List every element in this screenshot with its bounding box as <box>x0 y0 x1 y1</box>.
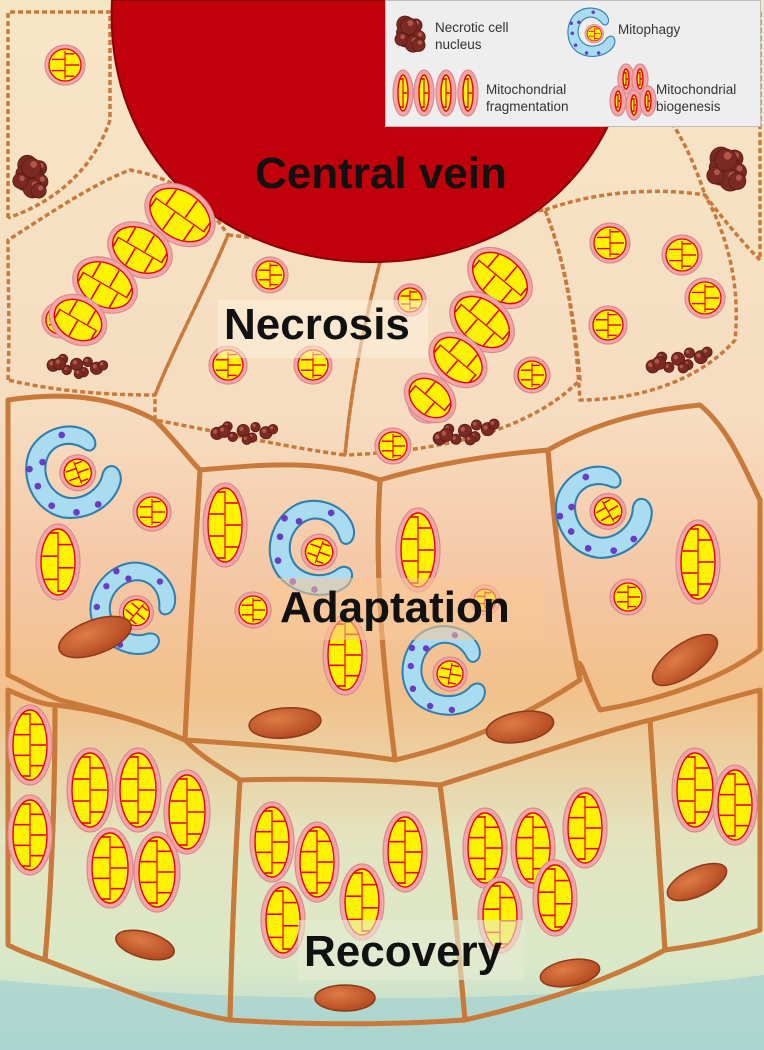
cell-nucleus <box>248 706 322 740</box>
necrotic-nucleus <box>432 418 500 446</box>
legend-biogenesis-icon <box>609 85 627 117</box>
mitochondrion <box>562 787 608 869</box>
legend-mitophagy-icon <box>567 7 616 57</box>
mitochondrion <box>294 821 340 903</box>
legend-box: Necrotic cell nucleus Mitophagy Mitochon… <box>385 0 761 127</box>
legend-necrotic-icon <box>394 15 426 53</box>
mitochondrion <box>462 807 508 889</box>
fragmented-mitochondrion <box>661 234 703 276</box>
mitophagy-vesicle <box>401 625 486 716</box>
mitochondrion <box>675 519 721 605</box>
necrotic-nuclei-layer <box>12 146 747 446</box>
cell-nucleus <box>115 929 175 961</box>
fragmented-mitochondrion <box>609 578 647 616</box>
cell-nucleus <box>485 710 555 744</box>
mitochondrion <box>66 747 114 833</box>
mitophagy-vesicle <box>554 465 653 559</box>
cell-nucleus <box>651 633 719 687</box>
engulfed-mitochondrion <box>300 533 338 571</box>
mitochondrion <box>133 831 181 913</box>
mitochondrion <box>86 827 134 909</box>
legend-label-necrotic: Necrotic cell nucleus <box>435 20 509 52</box>
necrotic-nucleus <box>12 154 49 199</box>
legend-icons <box>392 7 657 121</box>
engulfed-mitochondrion <box>584 24 604 44</box>
cell-membranes <box>5 10 763 1027</box>
mitochondrion <box>249 801 295 883</box>
necrotic-nucleus <box>46 353 109 379</box>
necrotic-nucleus <box>706 146 747 192</box>
fragmented-mitochondrion <box>374 427 412 465</box>
mitochondrion <box>7 704 53 786</box>
legend-label-fragmentation: Mitochondrial fragmentation <box>486 82 569 114</box>
engulfed-mitochondrion <box>589 492 627 530</box>
mitochondrion <box>395 507 441 593</box>
engulfed-mitochondrion <box>59 454 97 492</box>
mitochondrion <box>403 372 457 424</box>
necrotic-nucleus <box>210 421 279 445</box>
adaptation-label: Adaptation <box>280 583 510 632</box>
mitochondrion <box>260 881 306 959</box>
mitochondrion <box>144 182 216 248</box>
mitochondrion <box>163 769 211 855</box>
necrotic-nucleus <box>645 346 713 374</box>
central-vein-label: Central vein <box>255 149 507 198</box>
mitochondrion <box>382 811 428 893</box>
legend-fragmentation-icon <box>392 69 414 117</box>
necrosis-label-bg <box>218 300 428 358</box>
mitochondrion <box>48 293 108 347</box>
cell-nucleus <box>314 984 376 1012</box>
fragmented-mitochondrion <box>513 356 551 394</box>
sinusoid-band <box>0 975 764 1050</box>
cell-nucleus <box>539 958 601 988</box>
mitochondrion <box>428 331 488 389</box>
recovery-label-bg <box>298 920 524 980</box>
fragmented-mitochondrion <box>132 492 172 532</box>
legend-label-mitophagy: Mitophagy <box>618 22 681 37</box>
adaptation-label-bg <box>272 578 544 640</box>
mitochondrion <box>532 859 578 937</box>
fragmented-mitochondrion <box>234 591 272 629</box>
legend-fragmentation-icon <box>413 69 435 117</box>
legend-biogenesis-icon <box>631 63 649 95</box>
recovery-label: Recovery <box>304 927 503 976</box>
necrosis-label: Necrosis <box>224 300 410 349</box>
legend-label-biogenesis: Mitochondrial biogenesis <box>656 82 737 114</box>
legend-biogenesis-icon <box>639 85 657 117</box>
fragmented-mitochondrion <box>44 44 86 86</box>
fragmented-mitochondrion <box>251 256 289 294</box>
mitochondrion <box>7 794 53 876</box>
nuclei-layer <box>58 615 728 1012</box>
mitochondrion <box>114 747 162 833</box>
engulfed-mitochondrion <box>118 595 154 631</box>
legend-fragmentation-icon <box>435 69 457 117</box>
mitophagy-vesicle <box>25 425 122 519</box>
cell-nucleus <box>666 862 728 902</box>
mitochondrion <box>712 764 758 846</box>
cell-nucleus <box>58 615 132 659</box>
mitochondrion <box>35 523 81 601</box>
legend-biogenesis-icon <box>617 63 635 95</box>
legend-biogenesis-icon <box>625 89 643 121</box>
mitochondrion <box>671 747 719 833</box>
legend-fragmentation-icon <box>457 69 479 117</box>
fragmented-mitochondrion <box>684 277 726 319</box>
fragmented-mitochondrion <box>589 222 631 264</box>
engulfed-mitochondrion <box>432 656 468 692</box>
mitochondrion <box>107 221 173 279</box>
fragmented-mitochondrion <box>588 305 628 345</box>
mitophagy-vesicle <box>268 499 355 596</box>
mitochondrion <box>202 482 248 568</box>
